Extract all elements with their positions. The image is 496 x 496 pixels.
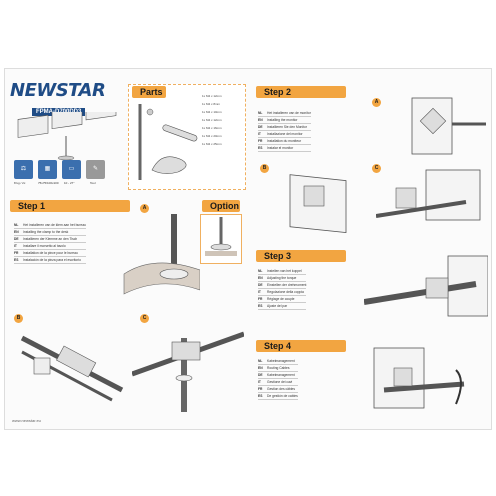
step2-c-illustration [376,169,481,221]
spec-weight-label: 8 kg / 2x [14,181,26,185]
step1-label-b: B [14,314,23,323]
screen-size-icon: ▭ [62,160,81,179]
part-item: 1x M4 x 8mm [202,102,221,106]
step2-b-illustration [289,174,347,234]
step2-label-b: B [260,164,269,173]
step1-label-a: A [140,204,149,213]
option-title: Option [202,200,240,212]
step2-label-c: C [372,164,381,173]
step2-title: Step 2 [256,86,346,98]
website-link[interactable]: www.newstar.eu [12,418,41,423]
part-item: 1x M4 x 25mm [202,142,222,146]
step2-label-a: A [372,98,381,107]
brand-logo: NEWSTAR [10,80,106,101]
spec-size-label: 10 - 27" [64,181,75,185]
step4-title: Step 4 [256,340,346,352]
step1-c-illustration [132,331,244,412]
step4-illustration [373,347,465,409]
parts-panel [128,84,246,190]
step3-illustration [364,255,488,317]
step1-label-c: C [140,314,149,323]
step1-a-illustration [123,214,200,295]
part-item: 1x M4 x 16mm [202,126,222,130]
step3-title: Step 3 [256,250,346,262]
step2-a-illustration [411,97,486,155]
step1-b-illustration [20,335,124,402]
vesa-icon: ▦ [38,160,57,179]
option-panel [200,214,242,264]
parts-illustration [138,104,198,180]
part-item: 1x M4 x 12mm [202,94,222,98]
product-illustration [17,112,117,161]
parts-list: 1x M4 x 12mm 1x M4 x 8mm 1x M4 x 10mm 1x… [202,92,222,148]
part-item: 1x M4 x 12mm [202,118,222,122]
tool-icon: ✎ [86,160,105,179]
parts-title: Parts [132,86,166,98]
spec-vesa-label: 75x75/100x100 [38,181,59,185]
part-item: 1x M4 x 10mm [202,110,222,114]
part-item: 1x M4 x 20mm [202,134,222,138]
weight-icon: ⚖ [14,160,33,179]
spec-tool-label: Tool [90,181,96,185]
step1-title: Step 1 [10,200,130,212]
